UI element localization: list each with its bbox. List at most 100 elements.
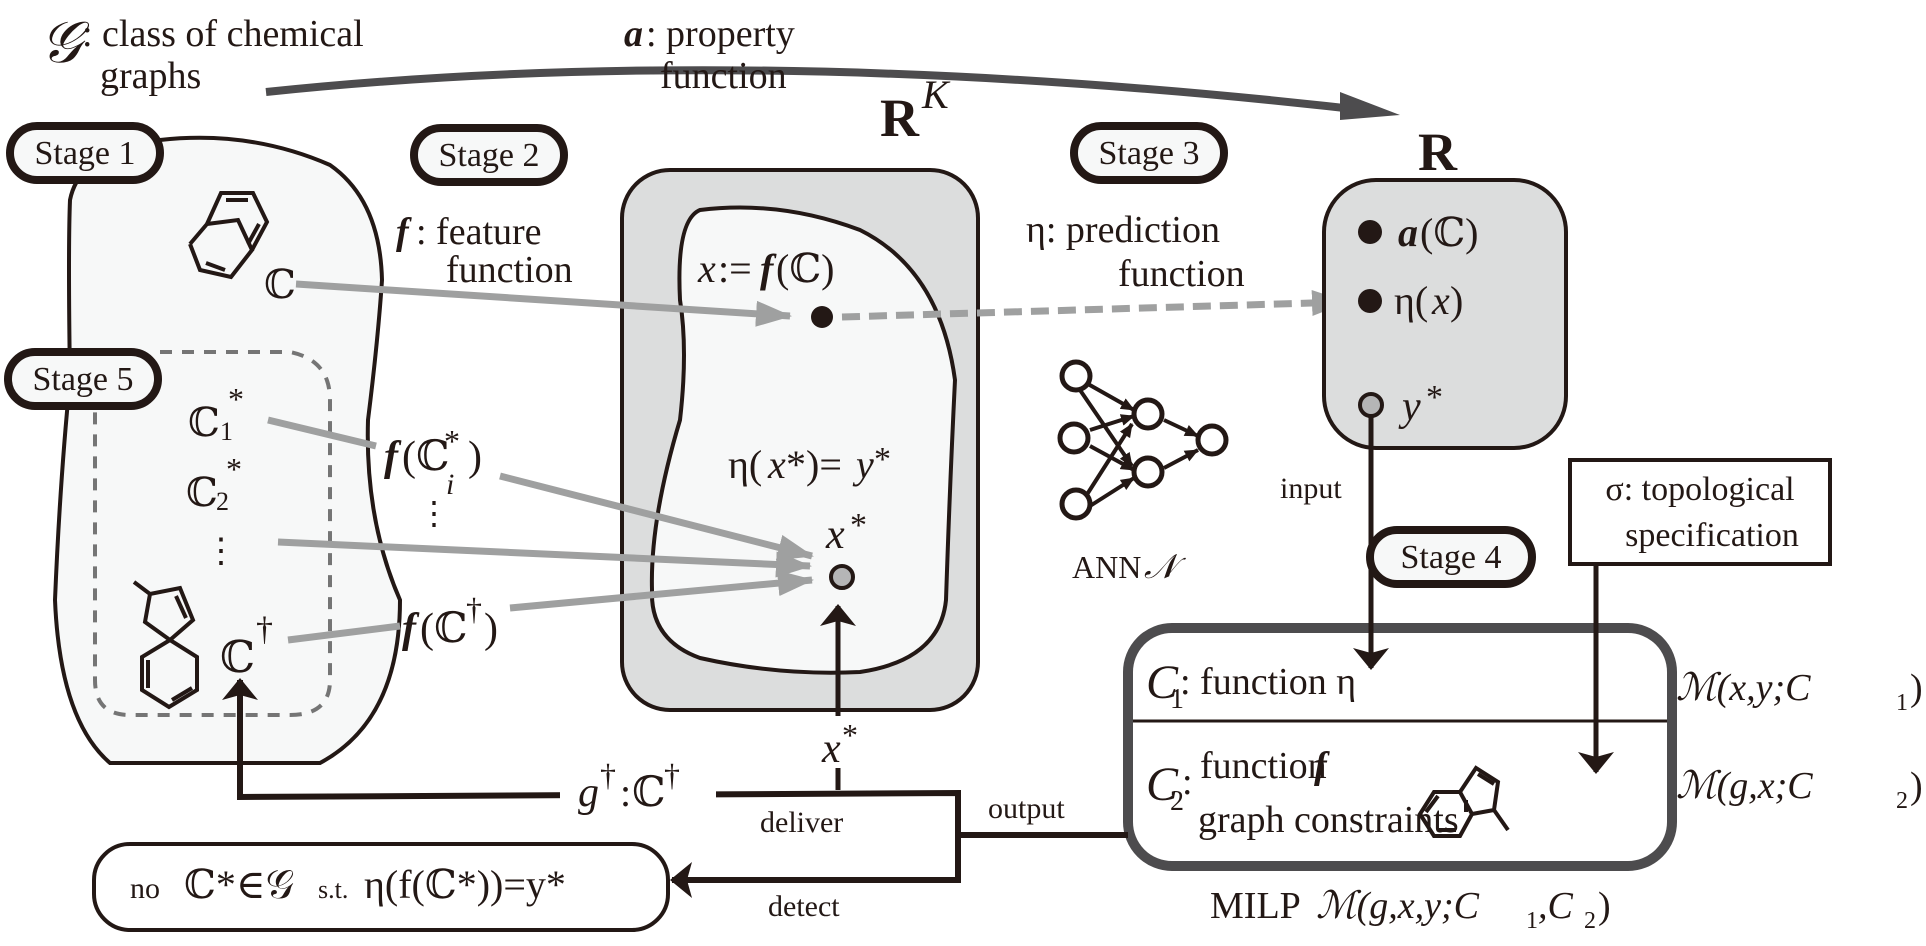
target-space-title: R [1418,122,1458,182]
feature-space-title-sup: K [921,72,951,117]
milp-caption-sub2: 2 [1584,908,1596,934]
stage-1-badge: Stage 1 [6,122,164,184]
target-eta-close: ) [1450,278,1463,323]
feature-vector-region [649,205,958,675]
class-text-1: : class of chemical [82,13,364,55]
model-c2-label: ℳ(g,x;C [1676,765,1813,807]
target-a-arg: (ℂ) [1420,210,1478,255]
deliver-label: deliver [760,806,843,839]
feature-arrow-dots [277,538,812,578]
no-solution-expr: ℂ*∈𝒢 [184,862,294,907]
model-c1-sub: 1 [1896,690,1908,716]
eta-eq-3: * [874,441,891,478]
x-star-label: x [825,512,845,558]
c1-symbol: C [1146,656,1179,709]
stage-2-badge: Stage 2 [410,124,568,186]
f-Ci-close: ) [468,434,482,480]
f-text-2: function [446,249,573,291]
c2-line-2: graph constraints [1198,799,1459,841]
property-text-1: : property [646,13,795,55]
stage-4-badge: Stage 4 [1366,526,1536,588]
x-star-label-bg [820,716,860,768]
model-c2-sub: 2 [1896,788,1908,814]
inferred-C2-sup: * [226,451,242,487]
f-symbol: f [396,211,412,253]
eta-eq-2: *)= [786,442,842,487]
target-point-a [1358,220,1382,244]
inferred-graphs-region [93,350,332,717]
c1-text: : function η [1180,661,1356,703]
eta-text-1: η: prediction [1026,209,1220,251]
target-a-prefix: a [1398,210,1418,255]
target-space-box [1322,178,1568,450]
detect-line [670,835,961,898]
f-text-1: : feature [416,211,542,253]
c2-line-1-f: f [1314,745,1330,787]
property-text-2: function [660,55,787,97]
feature-arrow-C [295,280,792,327]
neural-network-icon [1057,359,1229,521]
f-dagger-prefix: f [402,606,420,652]
f-dagger-sup: † [466,591,482,627]
x-def-f: f [760,246,777,291]
stage-5-label: Stage 5 [32,361,133,398]
inferred-C1-sup: * [228,381,244,417]
inferred-vdots: ⋮ [204,533,238,570]
target-eta-x: x [1431,278,1450,323]
eta-eq-1: η( [728,442,762,487]
stage-3-label: Stage 3 [1098,135,1199,172]
C-dagger-sup: † [664,757,680,793]
g-dagger-sep: : [620,770,631,815]
chemical-graph-class-region [52,135,403,765]
target-point-y-star [1358,392,1384,418]
f-Ci-sub: i [446,468,454,501]
c2-symbol: C [1146,758,1179,811]
stage-4-label: Stage 4 [1400,539,1501,576]
g-dagger-label-bg [560,770,716,820]
model-c1-close: ) [1910,667,1923,709]
spiro-molecule-icon [132,580,199,710]
stage-1-label: Stage 1 [34,135,135,172]
stage-3-badge: Stage 3 [1070,122,1228,184]
milp-caption-mid: ,C [1538,885,1574,927]
f-Ci-sup: * [444,423,460,459]
property-arrow-head [1340,92,1400,120]
eta-text-2: function [1118,253,1245,295]
dagger-C-label: ℂ [220,633,255,682]
x-def-x: x [697,246,716,291]
milp-caption-close: ) [1598,885,1611,927]
no-solution-box [92,842,670,932]
c2-line-1: function [1200,745,1327,787]
model-c1-label: ℳ(x,y;C [1676,667,1811,709]
inferred-C2: ℂ [186,470,218,515]
inferred-C2-sub: 2 [216,487,229,516]
milp-caption-prefix: MILP [1210,885,1301,927]
sigma-line-1: σ: topological [1605,471,1794,508]
feature-point-x-star [829,564,855,590]
feature-arrow-C1 [267,416,377,450]
model-c2-close: ) [1910,765,1923,807]
f-dagger-close: ) [484,606,498,652]
input-label: input [1280,472,1342,505]
target-point-eta [1358,289,1382,313]
stage-2-label: Stage 2 [438,137,539,174]
x-def-assign: := [718,246,752,291]
methylindene-molecule-icon [1417,765,1510,838]
f-dagger-open: (ℂ [420,606,467,652]
graph-C-label: ℂ [264,262,296,307]
milp-caption-sub1: 1 [1526,908,1538,934]
f-Ci-prefix: f [384,434,402,480]
no-solution-st: s.t. [318,875,348,904]
output-label: output [988,792,1065,825]
deliver-x-star: x [821,726,841,772]
deliver-x-star-sup: * [842,717,858,753]
milp-caption-model: ℳ(g,x,y;C [1316,885,1480,927]
c1-sub: 1 [1170,684,1184,715]
ann-label: ANN [1072,549,1141,585]
stage-5-badge: Stage 5 [4,348,162,410]
C-dagger-label: ℂ [632,770,665,816]
property-function-arrow [265,66,1381,116]
x-star-sup: * [850,507,867,544]
milp-box [1123,623,1677,871]
